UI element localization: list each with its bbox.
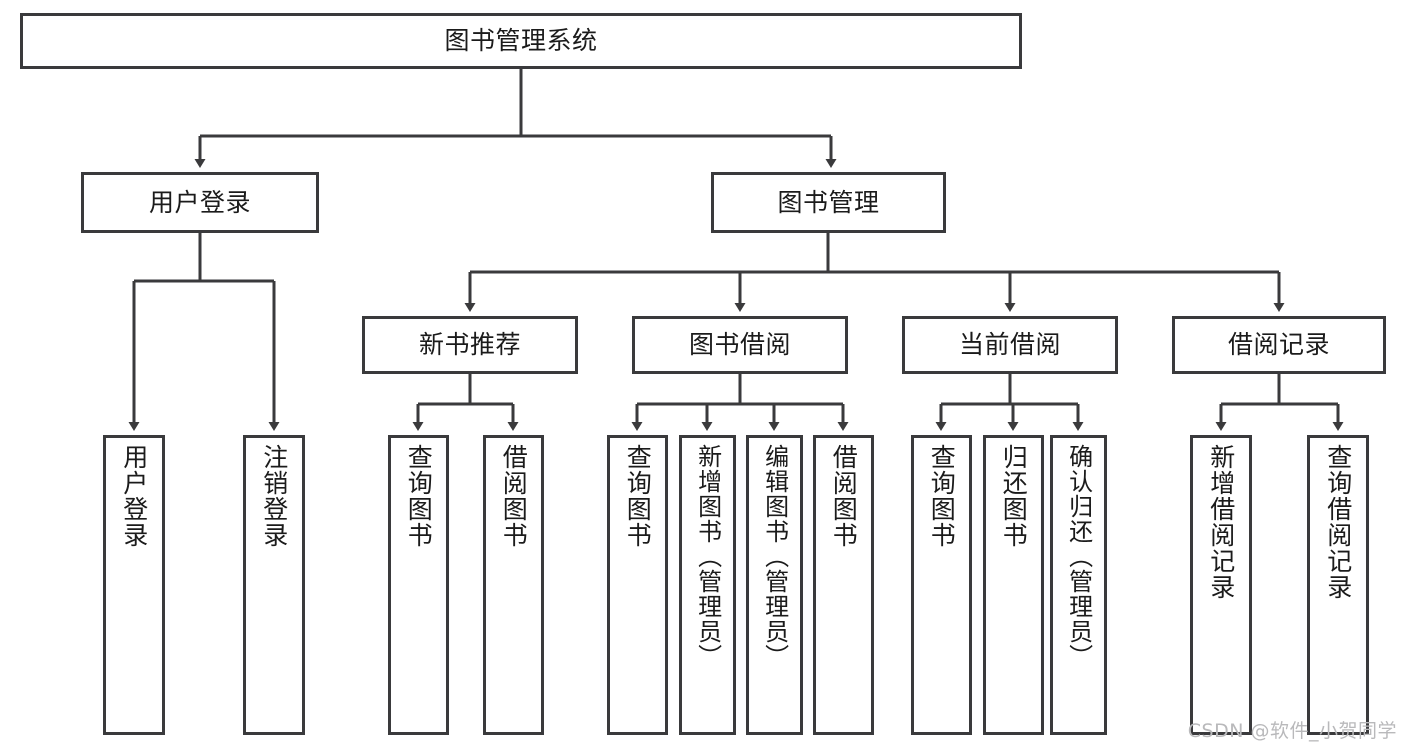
node-user-login-label: 用户登录 — [148, 187, 251, 217]
node-leaf-confirm-return-label: 确认归还（管理员） — [1064, 444, 1093, 669]
node-leaf-query-book-2-label: 查询图书 — [623, 444, 653, 548]
node-borrow-record[interactable]: 借阅记录 — [1172, 316, 1386, 374]
node-current-borrow[interactable]: 当前借阅 — [902, 316, 1118, 374]
node-leaf-add-book-label: 新增图书（管理员） — [693, 444, 722, 669]
node-leaf-borrow-book-1-label: 借阅图书 — [499, 444, 529, 548]
node-leaf-query-book-2[interactable]: 查询图书 — [607, 435, 668, 735]
node-leaf-add-book[interactable]: 新增图书（管理员） — [679, 435, 736, 735]
node-book-borrow-label: 图书借阅 — [688, 330, 791, 360]
node-leaf-borrow-book-1[interactable]: 借阅图书 — [483, 435, 544, 735]
node-leaf-user-login-label: 用户登录 — [119, 444, 149, 548]
node-new-book-recommend-label: 新书推荐 — [418, 330, 521, 360]
node-borrow-record-label: 借阅记录 — [1227, 330, 1330, 360]
node-root-label: 图书管理系统 — [444, 26, 598, 56]
node-leaf-query-book-3-label: 查询图书 — [927, 444, 957, 548]
node-leaf-query-book-3[interactable]: 查询图书 — [911, 435, 972, 735]
node-leaf-query-record-label: 查询借阅记录 — [1323, 444, 1353, 600]
node-user-login[interactable]: 用户登录 — [81, 172, 319, 233]
watermark: CSDN @软件_小贺同学 — [1187, 720, 1397, 742]
node-leaf-query-book-1[interactable]: 查询图书 — [388, 435, 449, 735]
node-leaf-user-login[interactable]: 用户登录 — [103, 435, 165, 735]
node-leaf-edit-book-label: 编辑图书（管理员） — [760, 444, 789, 669]
node-new-book-recommend[interactable]: 新书推荐 — [362, 316, 578, 374]
node-leaf-edit-book[interactable]: 编辑图书（管理员） — [746, 435, 803, 735]
node-leaf-logout-label: 注销登录 — [259, 444, 289, 548]
node-book-borrow[interactable]: 图书借阅 — [632, 316, 848, 374]
node-current-borrow-label: 当前借阅 — [958, 330, 1061, 360]
node-leaf-return-book[interactable]: 归还图书 — [983, 435, 1044, 735]
node-leaf-add-record-label: 新增借阅记录 — [1206, 444, 1236, 600]
node-leaf-confirm-return[interactable]: 确认归还（管理员） — [1050, 435, 1107, 735]
node-leaf-query-record[interactable]: 查询借阅记录 — [1307, 435, 1369, 735]
node-book-manage[interactable]: 图书管理 — [711, 172, 946, 233]
node-leaf-borrow-book-2[interactable]: 借阅图书 — [813, 435, 874, 735]
node-root[interactable]: 图书管理系统 — [20, 13, 1022, 69]
node-leaf-query-book-1-label: 查询图书 — [404, 444, 434, 548]
node-leaf-add-record[interactable]: 新增借阅记录 — [1190, 435, 1252, 735]
node-leaf-borrow-book-2-label: 借阅图书 — [829, 444, 859, 548]
node-book-manage-label: 图书管理 — [777, 187, 880, 217]
node-leaf-return-book-label: 归还图书 — [999, 444, 1029, 548]
node-leaf-logout[interactable]: 注销登录 — [243, 435, 305, 735]
